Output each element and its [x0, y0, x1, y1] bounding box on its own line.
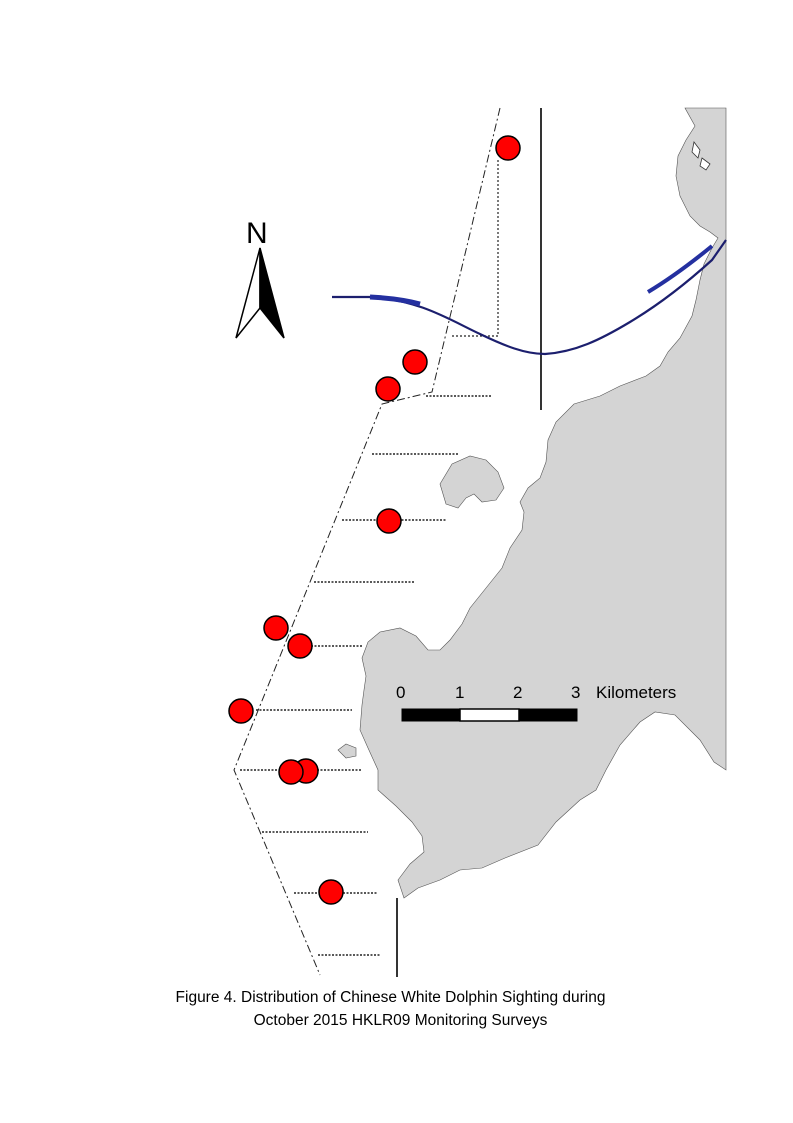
bridge-thick-segment [646, 244, 714, 294]
bridge-alignment [332, 239, 727, 356]
sighting-marker [263, 615, 289, 641]
sighting-marker [376, 508, 402, 534]
scale-tick-2: 2 [513, 683, 522, 702]
sighting-marker [402, 349, 428, 375]
north-arrow-icon: N [235, 217, 285, 339]
sighting-marker [287, 633, 313, 659]
bridge-thick-segment [369, 294, 421, 307]
scale-unit: Kilometers [596, 683, 676, 702]
scale-segment-2 [459, 708, 520, 722]
island [439, 455, 505, 509]
figure-caption-line-2: October 2015 HKLR09 Monitoring Surveys [253, 1012, 548, 1029]
sighting-marker [495, 135, 521, 161]
north-arrow-inner [260, 262, 272, 320]
land-mass [359, 107, 727, 899]
scale-tick-3: 3 [571, 683, 580, 702]
survey-area-boundary [233, 107, 501, 976]
sighting-marker [318, 879, 344, 905]
scale-tick-1: 1 [455, 683, 464, 702]
transect-connector [450, 160, 499, 337]
sighting-marker [228, 698, 254, 724]
scale-segment-3 [518, 708, 578, 722]
north-label: N [246, 217, 268, 250]
scale-bar: 0 1 2 3 Kilometers [396, 683, 676, 722]
figure-caption-line-1: Figure 4. Distribution of Chinese White … [175, 989, 606, 1006]
islet [337, 743, 357, 759]
sighting-marker [375, 376, 401, 402]
scale-tick-0: 0 [396, 683, 405, 702]
dolphin-sightings [228, 135, 521, 905]
rock [691, 141, 701, 159]
sighting-marker [278, 759, 304, 785]
scale-segment-1 [401, 708, 461, 722]
rock [699, 157, 711, 171]
north-arrow-left-half [235, 247, 261, 339]
